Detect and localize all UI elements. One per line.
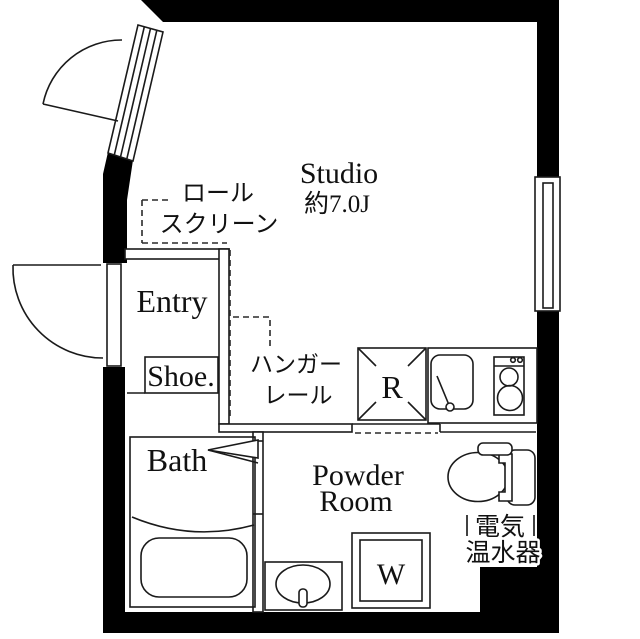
entry-door-swing-icon — [12, 263, 122, 367]
wall-bottom — [103, 612, 559, 633]
powder-top-wall — [218, 423, 353, 433]
water-heater-label: 電気 温水器 — [463, 511, 543, 570]
water-heater-column — [480, 567, 559, 633]
wall-left-upper — [103, 152, 133, 263]
washing-machine-label: W — [377, 558, 406, 591]
water-heater-label-line1: 電気 — [475, 513, 525, 541]
hanger-rail-label-line1: ハンガー — [250, 352, 342, 377]
studio-area-label: 約7.0J — [304, 190, 370, 218]
roll-screen-dashes — [141, 199, 227, 244]
shoe-cabinet-icon — [127, 356, 219, 394]
wash-basin-icon — [264, 561, 343, 611]
refrigerator-label: R — [381, 369, 403, 405]
powder-room-label-line1: Powder — [312, 459, 404, 492]
kitchen-sink-icon — [430, 354, 474, 410]
shoe-cabinet-label: Shoe. — [147, 360, 215, 393]
entry-label: Entry — [136, 283, 207, 319]
interior-walls — [124, 248, 536, 613]
bath-deck-curve — [131, 516, 255, 533]
toilet-icon — [447, 442, 536, 506]
roll-screen-label-line1: ロール — [182, 181, 254, 207]
hanger-rail-dashes — [229, 250, 271, 418]
studio-label: Studio — [300, 157, 378, 190]
entry-door-jamb — [106, 263, 122, 367]
washing-machine-icon — [351, 532, 431, 609]
hanger-rail-label-line2: レール — [264, 383, 333, 408]
balcony-window — [107, 24, 164, 163]
bath-folding-door-icon — [207, 439, 259, 464]
wall-left-lower — [103, 367, 125, 612]
entry-right-wall — [218, 248, 230, 425]
kitchen-counter — [427, 347, 538, 424]
water-heater-label-line2: 温水器 — [465, 539, 540, 567]
bath-label: Bath — [147, 442, 207, 478]
refrigerator-icon — [357, 347, 427, 421]
bath-powder-wall — [252, 431, 264, 613]
roll-screen-label-line2: スクリーン — [160, 212, 279, 238]
balcony-door-swing-icon — [42, 39, 123, 122]
stove-icon — [493, 356, 525, 416]
wall-right-upper — [537, 22, 559, 177]
wall-top — [141, 0, 559, 22]
bath-room — [129, 436, 259, 608]
entry-top-wall — [124, 248, 230, 260]
outer-walls — [103, 0, 559, 633]
faucet-icon — [436, 375, 450, 406]
powder-room-label-line2: Room — [319, 485, 392, 518]
right-window — [534, 176, 561, 312]
bathtub-icon — [140, 537, 248, 598]
wall-right-lower — [537, 311, 559, 633]
